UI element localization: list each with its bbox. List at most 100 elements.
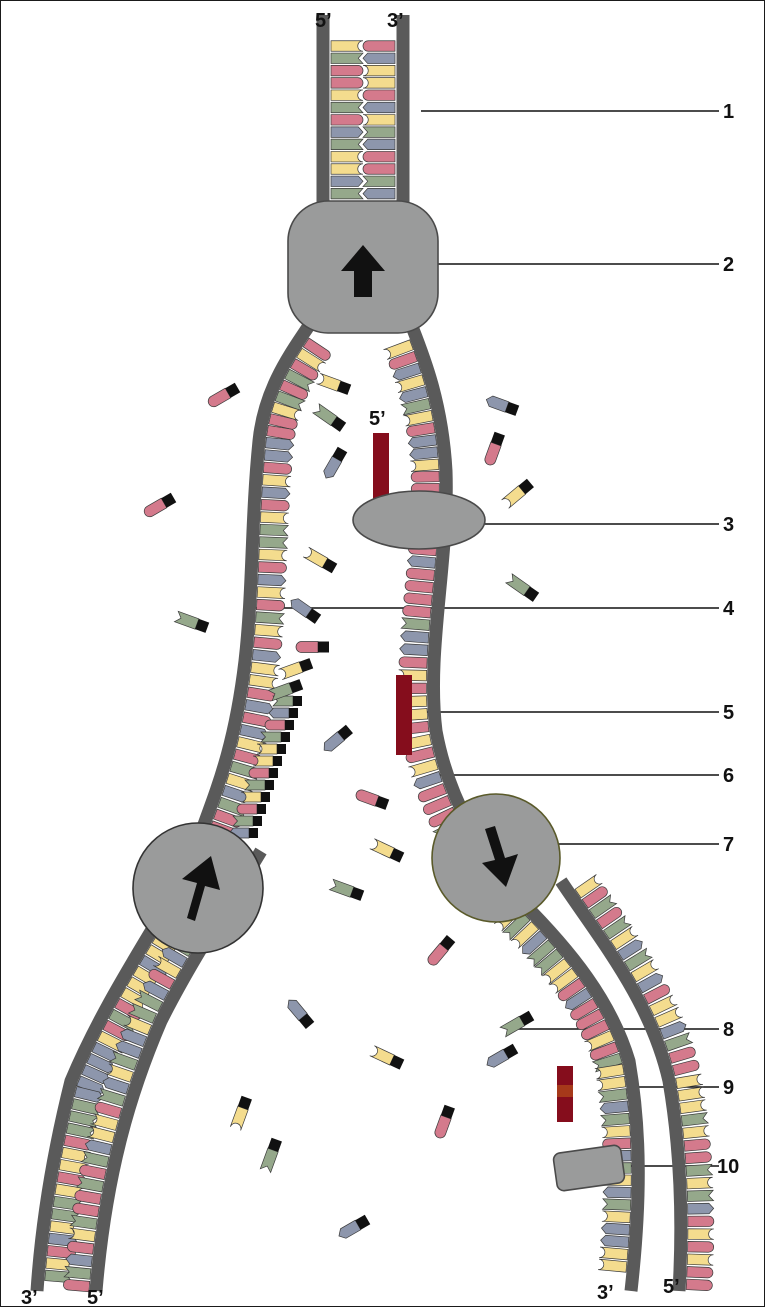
label-bottom-right-3prime: 3’ bbox=[597, 1282, 614, 1304]
base bbox=[687, 1177, 713, 1189]
free-nucleotide bbox=[285, 997, 315, 1029]
polymerase-lagging bbox=[432, 794, 560, 922]
template-strand-left-backbone bbox=[37, 15, 323, 1291]
base bbox=[678, 1087, 705, 1101]
base bbox=[63, 1279, 90, 1292]
base bbox=[255, 624, 284, 637]
base bbox=[263, 462, 292, 475]
free-nucleotide bbox=[174, 611, 209, 633]
free-nucleotide bbox=[278, 658, 313, 680]
base bbox=[251, 662, 280, 676]
primer-okazaki-lower-mid bbox=[557, 1085, 573, 1097]
base bbox=[601, 1223, 630, 1235]
base-pair-right bbox=[363, 139, 395, 150]
base-pair-right bbox=[363, 41, 395, 52]
base bbox=[680, 1100, 707, 1114]
base bbox=[406, 568, 435, 581]
callout-number-5: 5 bbox=[723, 702, 734, 724]
primer-okazaki-upper bbox=[396, 675, 412, 755]
base-pair-right bbox=[363, 102, 395, 113]
callout-number-9: 9 bbox=[723, 1077, 734, 1099]
base-pair-right bbox=[363, 176, 395, 187]
base-pair-left bbox=[331, 139, 363, 150]
base-pair-left bbox=[331, 115, 363, 126]
base-pair-left bbox=[331, 90, 363, 101]
base bbox=[258, 574, 286, 586]
base bbox=[400, 631, 429, 644]
free-nucleotide bbox=[484, 394, 519, 416]
base-pair-right bbox=[363, 151, 395, 162]
parent-duplex-bases bbox=[331, 41, 395, 199]
base-pair-right bbox=[363, 90, 395, 101]
base bbox=[405, 580, 434, 593]
helicase bbox=[288, 201, 438, 333]
base bbox=[401, 618, 430, 631]
label-bottom-left-5prime: 5’ bbox=[87, 1287, 104, 1308]
free-nucleotide bbox=[506, 574, 539, 602]
base bbox=[687, 1190, 713, 1201]
base-pair-left bbox=[331, 53, 363, 64]
free-nucleotide bbox=[313, 404, 346, 432]
free-nucleotide bbox=[502, 479, 534, 509]
base-pair-left bbox=[331, 127, 363, 138]
base-pair-right bbox=[363, 127, 395, 138]
base bbox=[602, 1199, 630, 1211]
label-primer-5prime: 5’ bbox=[369, 408, 386, 430]
label-top-left-5prime: 5’ bbox=[315, 10, 332, 32]
base bbox=[681, 1113, 708, 1126]
label-bottom-left-3prime: 3’ bbox=[21, 1287, 38, 1308]
base bbox=[253, 637, 282, 650]
free-nucleotide bbox=[296, 642, 329, 653]
primase bbox=[353, 491, 485, 549]
base bbox=[399, 643, 428, 655]
incoming-nucleotide bbox=[269, 708, 298, 718]
base bbox=[603, 1187, 631, 1198]
base bbox=[598, 1089, 627, 1103]
incoming-nucleotide bbox=[245, 780, 274, 790]
incoming-nucleotide bbox=[237, 804, 266, 814]
base bbox=[399, 657, 427, 669]
label-top-right-3prime: 3’ bbox=[387, 10, 404, 32]
base bbox=[76, 1177, 103, 1192]
base bbox=[685, 1151, 712, 1163]
free-nucleotide bbox=[230, 1096, 252, 1131]
free-nucleotide bbox=[354, 788, 389, 810]
free-nucleotide bbox=[329, 879, 364, 901]
base-pair-right bbox=[363, 65, 395, 76]
callout-number-2: 2 bbox=[723, 254, 734, 276]
base bbox=[256, 599, 285, 611]
base bbox=[262, 474, 291, 486]
base bbox=[688, 1229, 714, 1240]
base-pair-left bbox=[331, 176, 363, 187]
base bbox=[262, 487, 291, 499]
base bbox=[64, 1266, 91, 1279]
callout-number-7: 7 bbox=[723, 834, 734, 856]
base bbox=[686, 1279, 713, 1291]
base bbox=[259, 537, 287, 549]
base bbox=[411, 471, 439, 482]
base-pair-right bbox=[363, 115, 395, 126]
base bbox=[602, 1211, 630, 1223]
free-nucleotide bbox=[370, 839, 405, 863]
primer-near-primase bbox=[373, 433, 389, 499]
incoming-nucleotide bbox=[233, 816, 262, 826]
free-nucleotide bbox=[484, 1044, 518, 1070]
free-nucleotide bbox=[142, 493, 176, 519]
base bbox=[403, 592, 432, 605]
callout-number-4: 4 bbox=[723, 598, 735, 620]
base bbox=[683, 1126, 710, 1139]
base bbox=[600, 1101, 629, 1114]
base bbox=[258, 562, 286, 574]
base bbox=[600, 1235, 629, 1248]
base-pair-left bbox=[331, 41, 363, 52]
free-nucleotide bbox=[260, 1138, 282, 1173]
callout-number-6: 6 bbox=[723, 765, 734, 787]
free-nucleotide bbox=[433, 1105, 455, 1140]
free-nucleotide bbox=[336, 1215, 370, 1241]
incoming-nucleotide bbox=[257, 744, 286, 754]
callout-number-10: 10 bbox=[717, 1156, 739, 1178]
base-pair-left bbox=[331, 164, 363, 175]
base bbox=[602, 1126, 631, 1138]
